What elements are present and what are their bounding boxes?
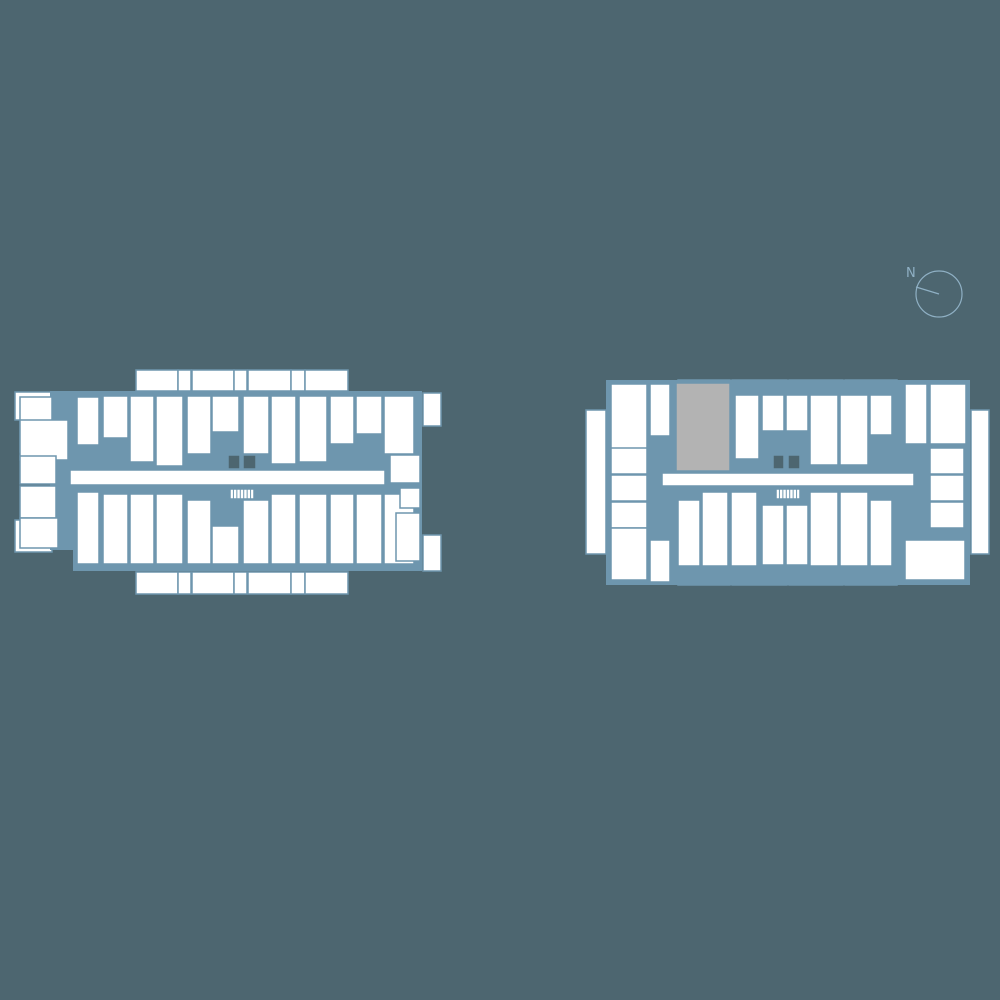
unit-room[interactable] [19, 419, 69, 461]
unit-room[interactable] [270, 493, 297, 565]
unit-room[interactable] [701, 491, 729, 567]
unit-room[interactable] [869, 499, 893, 567]
unit-room[interactable] [19, 455, 57, 485]
unit-room[interactable] [242, 395, 270, 455]
unit-room[interactable] [904, 539, 966, 581]
unit-room[interactable] [186, 499, 212, 565]
unit-room[interactable] [329, 493, 355, 565]
unit-room[interactable] [298, 395, 328, 463]
balcony [191, 369, 235, 392]
unit-room[interactable] [929, 383, 967, 445]
unit-room[interactable] [649, 383, 671, 437]
highlighted-unit[interactable] [675, 382, 731, 472]
unit-room[interactable] [129, 493, 155, 565]
balcony [135, 571, 179, 595]
corridor [661, 472, 915, 487]
unit-room[interactable] [102, 395, 129, 439]
balcony [585, 409, 607, 555]
unit-room[interactable] [76, 396, 100, 446]
unit-room[interactable] [761, 504, 785, 566]
unit-room[interactable] [929, 474, 965, 502]
unit-room[interactable] [395, 512, 421, 562]
building-west[interactable] [14, 369, 442, 595]
balcony [135, 369, 179, 392]
unit-room[interactable] [155, 493, 184, 565]
balcony [304, 369, 349, 392]
unit-room[interactable] [298, 493, 328, 565]
unit-room[interactable] [155, 395, 184, 467]
balcony [233, 369, 248, 392]
unit-room[interactable] [610, 474, 648, 502]
unit-room[interactable] [649, 539, 671, 583]
elevator-shaft [242, 454, 257, 470]
unit-room[interactable] [19, 485, 57, 519]
unit-room[interactable] [383, 395, 415, 455]
unit-room[interactable] [785, 394, 809, 432]
elevator-shaft [772, 454, 785, 470]
balcony [304, 571, 349, 595]
unit-room[interactable] [355, 493, 383, 565]
unit-room[interactable] [610, 447, 648, 475]
unit-room[interactable] [734, 394, 760, 460]
unit-room[interactable] [839, 491, 869, 567]
unit-room[interactable] [102, 493, 129, 565]
unit-room[interactable] [211, 395, 240, 433]
unit-room[interactable] [186, 395, 212, 455]
unit-room[interactable] [211, 525, 240, 565]
balcony [191, 571, 235, 595]
unit-room[interactable] [904, 383, 928, 445]
balcony [177, 369, 192, 392]
unit-room[interactable] [19, 517, 59, 549]
unit-room[interactable] [129, 395, 155, 463]
unit-room[interactable] [610, 501, 648, 529]
unit-room[interactable] [355, 395, 383, 435]
unit-room[interactable] [730, 491, 758, 567]
unit-room[interactable] [677, 499, 701, 567]
unit-room[interactable] [329, 395, 355, 445]
balcony [247, 571, 292, 595]
unit-room[interactable] [809, 491, 839, 567]
unit-room[interactable] [809, 394, 839, 466]
balcony [233, 571, 248, 595]
stairwell-icon [775, 488, 801, 500]
balcony [970, 409, 990, 555]
balcony [290, 571, 306, 595]
compass-north-label: N [906, 266, 916, 281]
balcony [290, 369, 306, 392]
balcony [247, 369, 292, 392]
unit-room[interactable] [761, 394, 785, 432]
balcony [422, 534, 442, 572]
unit-room[interactable] [610, 383, 648, 451]
unit-room[interactable] [869, 394, 893, 436]
unit-room[interactable] [76, 491, 100, 565]
balcony [177, 571, 192, 595]
unit-room[interactable] [242, 499, 270, 565]
unit-room[interactable] [610, 527, 648, 581]
unit-room[interactable] [270, 395, 297, 465]
unit-room[interactable] [929, 501, 965, 529]
balcony [422, 392, 442, 427]
elevator-shaft [787, 454, 801, 470]
unit-room[interactable] [399, 487, 421, 509]
unit-room[interactable] [785, 504, 809, 566]
north-compass-icon [915, 270, 963, 318]
building-east[interactable] [585, 379, 990, 586]
unit-room[interactable] [929, 447, 965, 475]
elevator-shaft [227, 454, 241, 470]
unit-room[interactable] [389, 454, 421, 484]
unit-room[interactable] [839, 394, 869, 466]
corridor [69, 469, 386, 486]
stairwell-icon [229, 488, 255, 500]
